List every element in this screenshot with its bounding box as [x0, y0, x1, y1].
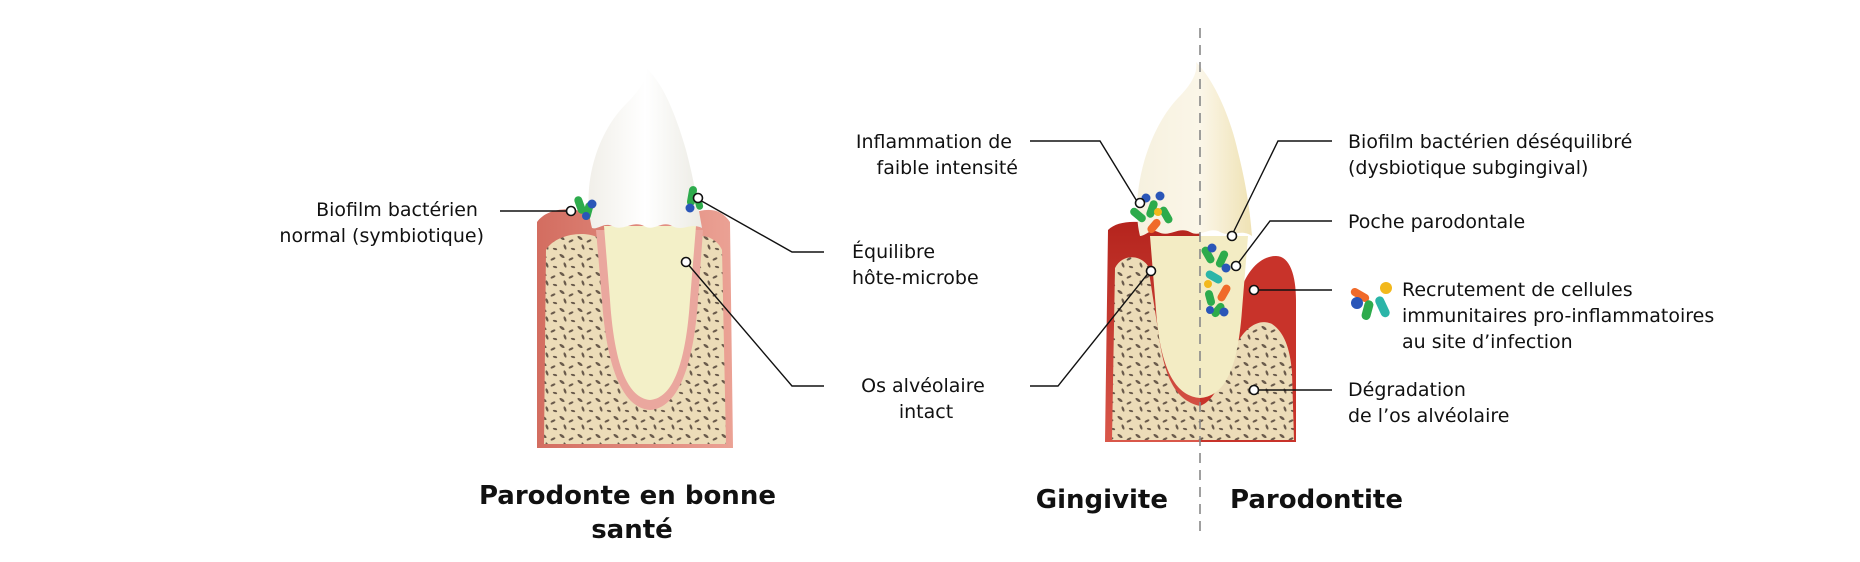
label-healthy-biofilm: Biofilm bactérien normal (symbiotique)	[279, 199, 484, 247]
title-gingivitis: Gingivite	[1036, 485, 1168, 515]
leader-lines	[500, 140, 1332, 391]
immune-cells-icon	[1350, 282, 1392, 320]
label-bone-degradation: Dégradation de l’os alvéolaire	[1348, 379, 1509, 427]
healthy-tooth	[537, 68, 733, 448]
label-immune-recruitment: Recrutement de cellules immunitaires pro…	[1402, 279, 1720, 353]
leader-dots	[565, 192, 1260, 396]
tooth-crown	[588, 68, 702, 229]
alveolar-bone-right-degraded	[1200, 322, 1294, 440]
title-healthy: Parodonte en bonne santé	[479, 481, 785, 545]
tooth-root	[604, 226, 696, 400]
alveolar-bone	[544, 233, 726, 444]
bacteria-cluster-gingivitis	[1130, 191, 1173, 234]
label-host-microbe: Équilibre hôte-microbe	[852, 240, 979, 289]
diseased-tooth	[1105, 62, 1296, 442]
label-pocket: Poche parodontale	[1348, 211, 1525, 233]
label-low-inflammation: Inflammation de faible intensité	[856, 131, 1018, 179]
tooth-crown-diseased	[1137, 62, 1252, 236]
label-dysbiotic-biofilm: Biofilm bactérien déséquilibré (dysbioti…	[1348, 131, 1638, 179]
tooth-root-diseased	[1150, 236, 1248, 398]
bacteria-cluster-left	[574, 196, 597, 220]
title-periodontitis: Parodontite	[1230, 485, 1403, 515]
bacteria-cluster-pocket	[1201, 243, 1231, 318]
label-bone-intact: Os alvéolaire intact	[861, 375, 991, 423]
alveolar-bone-left	[1112, 257, 1200, 440]
